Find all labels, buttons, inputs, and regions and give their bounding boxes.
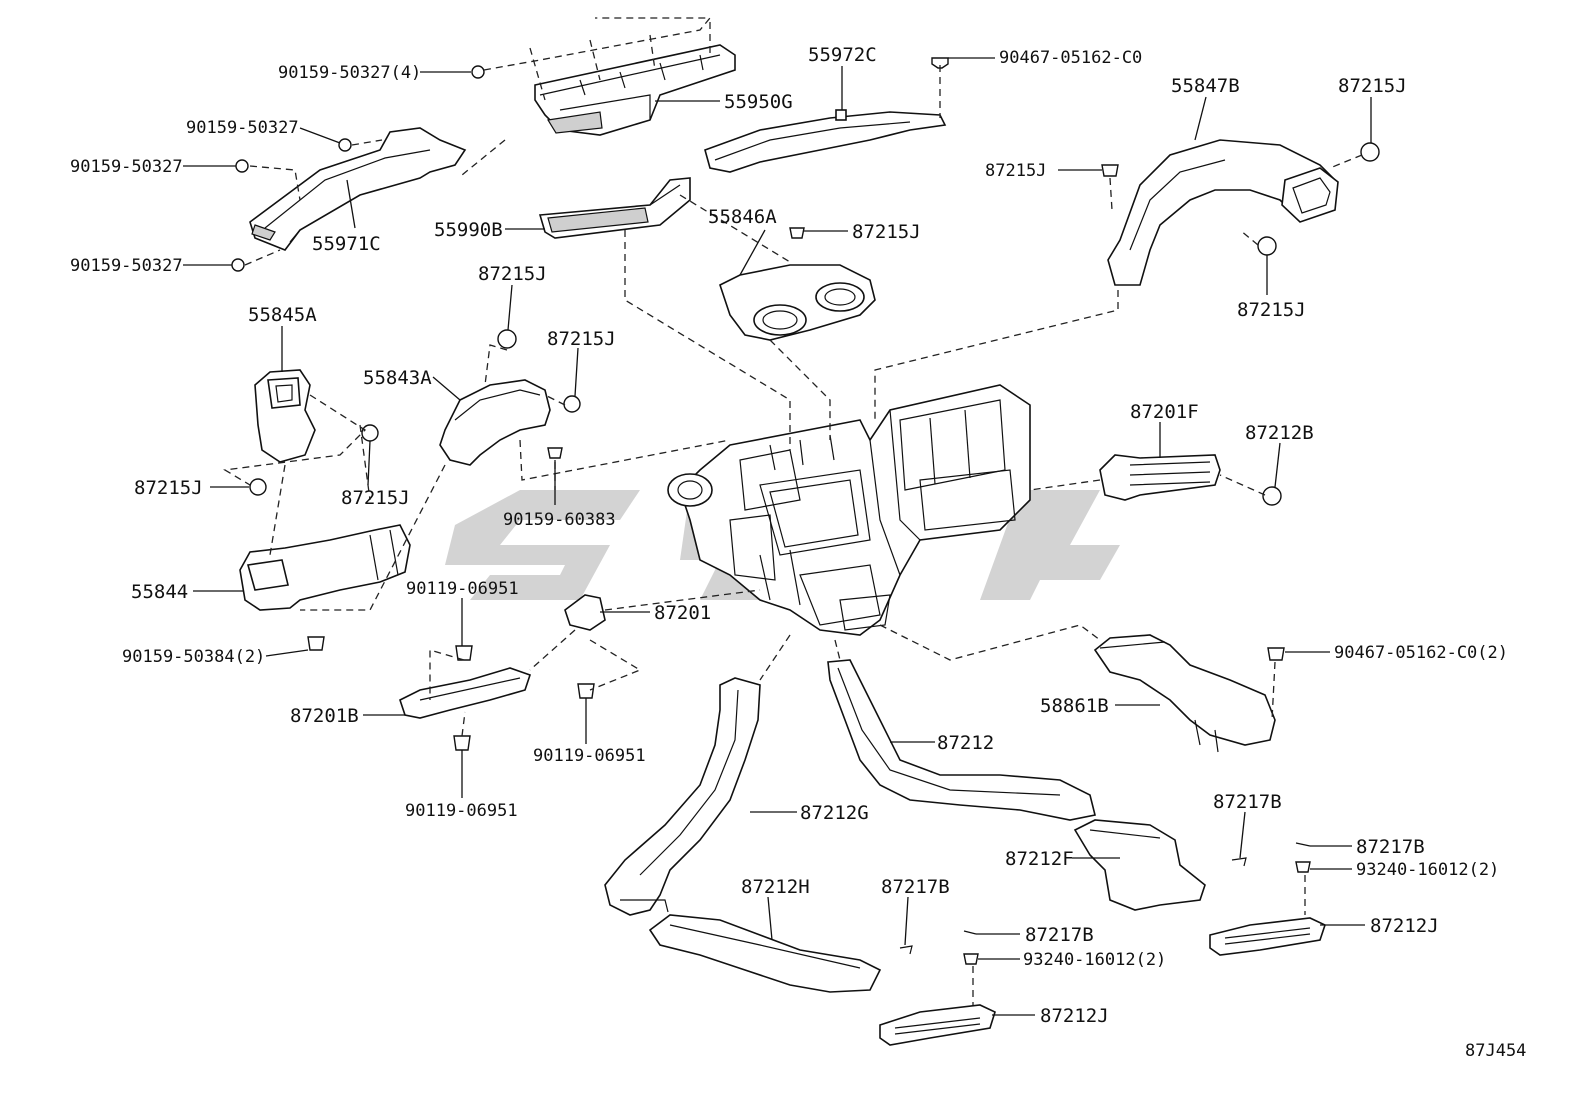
- label-87215j-55843a: 87215J: [547, 328, 616, 350]
- label-87212j-right: 87212J: [1370, 915, 1439, 937]
- label-87201b: 87201B: [290, 705, 359, 727]
- label-87215j-55843a-top: 87215J: [478, 263, 547, 285]
- part-55990b-duct: [538, 177, 691, 239]
- label-87215j-right-bottom: 87215J: [1237, 299, 1306, 321]
- label-87217b-right-top: 87217B: [1213, 791, 1282, 813]
- part-55845a-duct: [254, 369, 316, 463]
- push-clip-icon: [1101, 164, 1119, 177]
- label-55845a: 55845A: [248, 304, 317, 326]
- label-93240-16012-2-b: 93240-16012(2): [1023, 950, 1166, 970]
- part-55846a-duct: [719, 264, 876, 341]
- label-58861b: 58861B: [1040, 695, 1109, 717]
- part-87212j-grille-b: [1209, 917, 1326, 956]
- bolt-icon: [307, 636, 325, 651]
- clip-icon: [1360, 142, 1380, 162]
- part-87201f-duct: [1099, 454, 1221, 501]
- label-90119-06951-b: 90119-06951: [533, 746, 646, 766]
- clip-icon: [235, 159, 249, 173]
- clip-icon: [563, 395, 581, 413]
- part-labels: 90159-50327(4) 55950G 55972C 90467-05162…: [70, 44, 1526, 1061]
- part-55847b-duct: [1107, 139, 1339, 286]
- label-90159-50327-4: 90159-50327(4): [278, 63, 421, 83]
- label-55972c: 55972C: [808, 44, 877, 66]
- label-90467-05162-c0: 90467-05162-C0: [999, 48, 1142, 68]
- label-87201: 87201: [654, 602, 711, 624]
- label-87215j-top-right: 87215J: [1338, 75, 1407, 97]
- spring-clip-icon: [963, 930, 977, 935]
- label-90119-06951-a: 90119-06951: [406, 579, 519, 599]
- spring-clip-icon: [1231, 857, 1247, 867]
- push-clip-icon: [1267, 647, 1285, 661]
- clip-icon: [1257, 236, 1277, 256]
- bolt-icon: [577, 683, 595, 699]
- diagram-code: 87J454: [1465, 1041, 1526, 1061]
- label-90159-50327-b: 90159-50327: [70, 157, 183, 177]
- clip-icon: [497, 329, 517, 349]
- label-55847b: 55847B: [1171, 75, 1240, 97]
- part-87212h-duct: [648, 914, 882, 993]
- clip-icon: [338, 138, 352, 152]
- part-87212f-duct: [1073, 819, 1206, 911]
- label-90467-05162-c0-2: 90467-05162-C0(2): [1334, 643, 1508, 663]
- clip-icon: [231, 258, 245, 272]
- label-87212h: 87212H: [741, 876, 810, 898]
- label-87215j-55845a-left: 87215J: [134, 477, 203, 499]
- part-87201b-bracket: [399, 667, 532, 719]
- part-87212g-duct: [604, 677, 761, 916]
- screw-icon: [963, 953, 979, 965]
- label-90119-06951-c: 90119-06951: [405, 801, 518, 821]
- part-55844-duct: [239, 524, 411, 611]
- part-55950g-duct: [534, 44, 736, 136]
- part-55972c-duct: [704, 109, 947, 173]
- part-55843a-duct: [439, 379, 551, 466]
- label-87217b-right: 87217B: [1356, 836, 1425, 858]
- part-58861b-duct: [1093, 634, 1276, 753]
- clip-icon: [1262, 486, 1282, 506]
- bolt-icon: [547, 447, 563, 459]
- label-93240-16012-2-a: 93240-16012(2): [1356, 860, 1499, 880]
- label-87215j-55845a-right: 87215J: [341, 487, 410, 509]
- label-90159-50327-c: 90159-50327: [70, 256, 183, 276]
- label-55846a: 55846A: [708, 206, 777, 228]
- label-87212j-bottom: 87212J: [1040, 1005, 1109, 1027]
- label-55844: 55844: [131, 581, 188, 603]
- clip-icon: [361, 424, 379, 442]
- label-55950g: 55950G: [724, 91, 793, 113]
- label-87212b: 87212B: [1245, 422, 1314, 444]
- label-90159-50384-2: 90159-50384(2): [122, 647, 265, 667]
- hvac-unit-assembly: [667, 384, 1031, 636]
- label-87217b-bottom: 87217B: [1025, 924, 1094, 946]
- label-90159-60383: 90159-60383: [503, 510, 616, 530]
- label-55971c: 55971C: [312, 233, 381, 255]
- screw-icon: [1295, 861, 1311, 873]
- part-87212-duct: [827, 659, 1096, 821]
- label-87212g: 87212G: [800, 802, 869, 824]
- label-90159-50327-a: 90159-50327: [186, 118, 299, 138]
- push-clip-icon: [789, 227, 805, 239]
- bolt-icon: [453, 735, 471, 751]
- part-55971c-duct: [249, 127, 467, 251]
- clip-icon: [249, 478, 267, 496]
- spring-clip-icon: [899, 945, 913, 955]
- bolt-icon: [455, 645, 473, 661]
- label-55843a: 55843A: [363, 367, 432, 389]
- part-87201-bracket: [564, 594, 606, 631]
- label-87212: 87212: [937, 732, 994, 754]
- label-87212f: 87212F: [1005, 848, 1074, 870]
- label-87201f: 87201F: [1130, 401, 1199, 423]
- part-87212j-grille-a: [879, 1004, 996, 1046]
- leader-lines: [183, 57, 1372, 1016]
- assembly-dashed-lines: [223, 17, 1363, 1005]
- label-87215j-55847b: 87215J: [985, 161, 1046, 181]
- label-55990b: 55990B: [434, 219, 503, 241]
- label-87215j-55846a: 87215J: [852, 221, 921, 243]
- label-87217b-center: 87217B: [881, 876, 950, 898]
- spring-clip-icon: [1295, 842, 1311, 847]
- clip-icon: [471, 65, 485, 79]
